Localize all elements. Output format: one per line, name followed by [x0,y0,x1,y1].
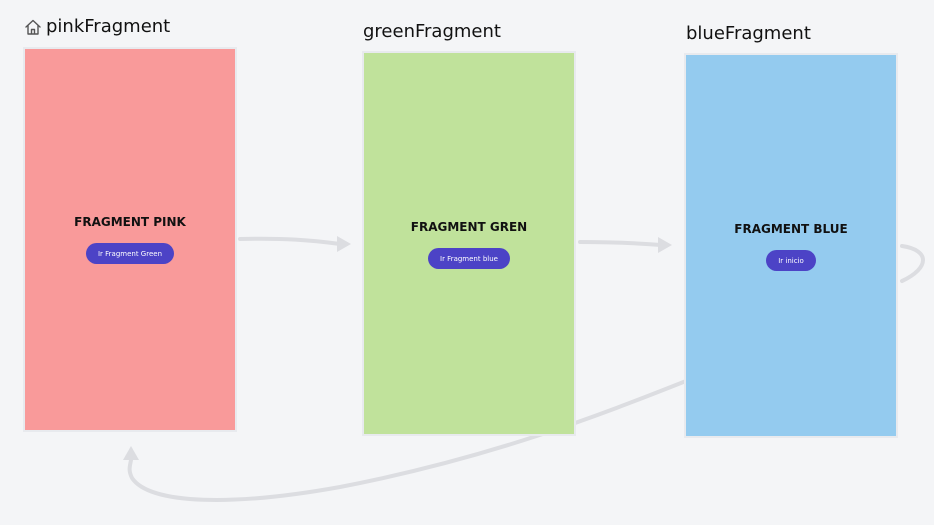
fragment-frame-green[interactable]: FRAGMENT GREN Ir Fragment blue [362,51,576,436]
action-green-to-blue[interactable] [578,237,672,253]
fragment-heading: FRAGMENT PINK [74,215,186,229]
fragment-frame-blue[interactable]: FRAGMENT BLUE Ir inicio [684,53,898,438]
fragment-title-green[interactable]: greenFragment [363,21,501,42]
fragment-title-blue[interactable]: blueFragment [686,23,811,44]
home-icon [24,18,42,36]
fragment-title-label: blueFragment [686,23,811,44]
go-home-button[interactable]: Ir inicio [766,250,816,271]
fragment-content: FRAGMENT BLUE Ir inicio [686,222,896,271]
go-blue-button[interactable]: Ir Fragment blue [428,248,510,269]
go-green-button[interactable]: Ir Fragment Green [85,243,175,264]
fragment-heading: FRAGMENT BLUE [734,222,848,236]
action-pink-to-green[interactable] [238,236,351,252]
fragment-frame-pink[interactable]: FRAGMENT PINK Ir Fragment Green [23,47,237,432]
fragment-content: FRAGMENT GREN Ir Fragment blue [364,220,574,269]
fragment-content: FRAGMENT PINK Ir Fragment Green [25,215,235,264]
fragment-heading: FRAGMENT GREN [410,220,528,234]
fragment-title-pink[interactable]: pinkFragment [24,16,170,37]
fragment-title-label: pinkFragment [46,16,171,37]
fragment-title-label: greenFragment [363,21,501,42]
